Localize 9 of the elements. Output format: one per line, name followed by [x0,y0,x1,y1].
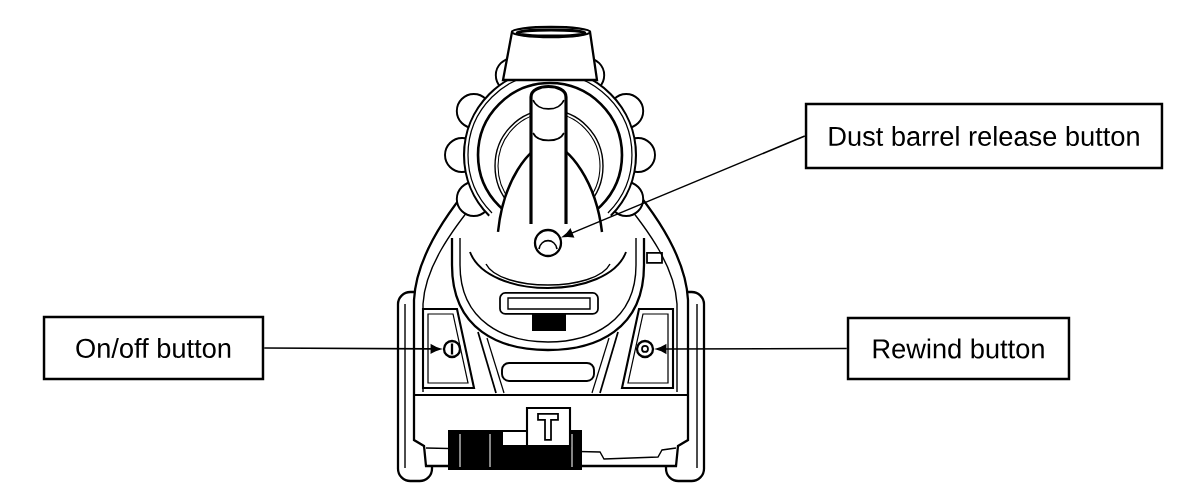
release-button [533,228,563,258]
power-button [442,339,462,359]
label-box: Rewind button [846,316,1071,381]
leader-line [656,344,848,354]
label-box: On/off button [42,315,265,381]
label-box: Dust barrel release button [804,102,1164,170]
leader-line [562,135,806,238]
leader-line [263,344,441,354]
rewind-button [635,339,655,359]
